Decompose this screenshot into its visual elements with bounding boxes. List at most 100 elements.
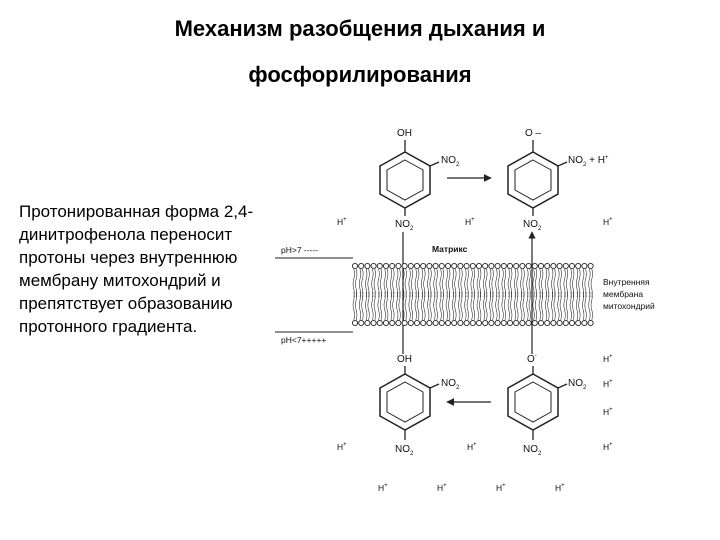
lipid-tail: [355, 291, 358, 321]
lipid-tail: [526, 291, 529, 321]
no2-plus-h-label: NO2 + H+: [568, 155, 609, 168]
lipid-head: [420, 319, 427, 327]
lipid-head: [382, 262, 390, 270]
lipid-head: [482, 319, 489, 327]
lipid-head: [513, 262, 520, 270]
lipid-head: [395, 319, 402, 327]
membrane-label-line-3: митохондрий: [603, 301, 655, 311]
lipid-tail: [472, 291, 476, 321]
lipid-tail: [435, 291, 438, 321]
membrane-label-line-2: мембрана: [603, 289, 643, 299]
lipid-tail: [528, 291, 531, 321]
lipid-tail: [569, 291, 572, 321]
lipid-head: [358, 262, 365, 270]
lipid-head: [562, 262, 569, 270]
membrane-label-line-1: Внутренняя: [603, 277, 650, 287]
proton-label: H+: [603, 407, 613, 417]
lipid-head: [587, 262, 594, 270]
lipid-head: [513, 319, 520, 327]
lipid-head: [525, 319, 532, 327]
oh-label: OH: [397, 354, 412, 365]
proton-label: H+: [603, 442, 613, 452]
proton-label: H+: [465, 217, 475, 227]
lipid-tail: [433, 291, 436, 321]
lipid-tail: [417, 291, 420, 321]
no2-label: NO2: [441, 155, 460, 168]
no2-label: NO2: [523, 444, 542, 457]
lipid-tail: [559, 291, 562, 321]
slide-title-line-1: Механизм разобщения дыхания и: [174, 16, 546, 41]
lipid-tail: [516, 291, 519, 321]
lipid-tail: [383, 291, 386, 321]
lipid-tail: [507, 291, 510, 321]
no2-label: NO2: [395, 444, 414, 457]
lipid-tail: [551, 291, 554, 321]
proton-label: H+: [603, 354, 613, 364]
lipid-tail: [396, 291, 399, 321]
lipid-head: [351, 319, 359, 327]
lipid-head: [519, 262, 526, 270]
lipid-head: [401, 262, 408, 270]
lipid-tail: [578, 291, 581, 321]
ph-intermembrane-label: pH<7+++++: [281, 335, 326, 345]
lipid-head: [438, 262, 445, 270]
lipid-head: [537, 262, 545, 270]
lipid-head: [444, 319, 452, 327]
lipid-tail: [513, 291, 517, 321]
lipid-tail: [584, 291, 587, 321]
proton-label: H+: [555, 483, 565, 493]
lipid-tail: [454, 291, 457, 321]
lipid-head: [475, 262, 483, 270]
lipid-tail: [532, 291, 535, 321]
lipid-head: [550, 319, 557, 327]
lipid-tail: [389, 291, 393, 321]
deprotonated-dnp-bottom-right: O- NO2 NO2: [507, 353, 587, 457]
lipid-tail: [414, 291, 417, 321]
lipid-tail: [588, 291, 591, 321]
lipid-head: [451, 319, 458, 327]
lipid-head: [401, 319, 408, 327]
lipid-head: [506, 262, 514, 270]
oh-label: OH: [397, 128, 412, 139]
lipid-head: [475, 319, 483, 327]
lipid-head: [531, 319, 538, 327]
lipid-head: [562, 319, 569, 327]
lipid-head: [488, 262, 495, 270]
lipid-head: [358, 319, 365, 327]
no2-label: NO2: [523, 219, 542, 232]
lipid-tail: [563, 291, 566, 321]
lipid-tail: [503, 291, 507, 321]
lipid-head: [587, 319, 594, 327]
lipid-tail: [379, 291, 383, 321]
deprotonated-dnp-top-right: O – NO2 + H+ NO2: [507, 128, 609, 232]
lipid-tail: [565, 291, 569, 321]
lipid-tail: [466, 291, 469, 321]
lipid-tail: [541, 291, 544, 321]
lipid-head: [407, 319, 414, 327]
lipid-tail: [590, 291, 593, 321]
lipid-tail: [510, 291, 513, 321]
matrix-label: Матрикс: [432, 244, 468, 254]
lipid-head: [420, 262, 427, 270]
lipid-head: [389, 319, 396, 327]
lipid-tail: [476, 291, 479, 321]
lipid-head: [426, 262, 433, 270]
lipid-tail: [458, 291, 461, 321]
lipid-head: [432, 262, 439, 270]
lipid-head: [581, 319, 588, 327]
lipid-tail: [501, 291, 504, 321]
lipid-head: [550, 262, 557, 270]
lipid-tail: [582, 291, 585, 321]
lipid-head: [469, 262, 476, 270]
lipid-tail: [404, 291, 407, 321]
lipid-head: [482, 262, 489, 270]
lipid-head: [488, 319, 495, 327]
lipid-tail: [470, 291, 473, 321]
lipid-head: [463, 262, 470, 270]
lipid-head: [407, 262, 414, 270]
description-text: Протонированная форма 2,4-динитрофенола …: [19, 202, 254, 336]
protonated-dnp-top-left: OH NO2 NO2: [379, 128, 460, 232]
lipid-head: [525, 262, 532, 270]
lipid-head: [376, 319, 383, 327]
lipid-head: [500, 319, 507, 327]
